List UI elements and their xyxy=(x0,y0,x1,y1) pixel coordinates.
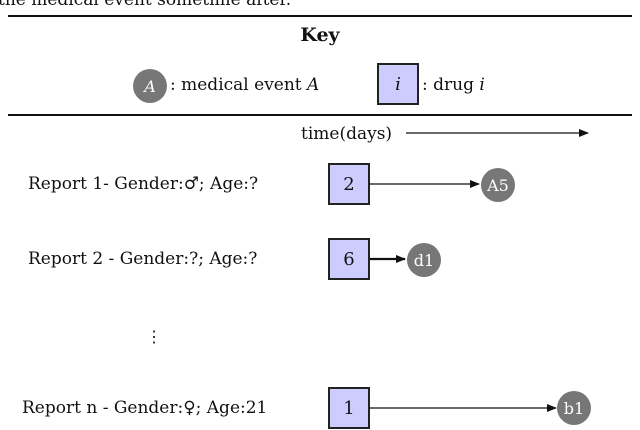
event-symbol-letter: A xyxy=(144,76,156,96)
report-2-label: Report 2 - Gender:?; Age:? xyxy=(28,249,258,269)
key-title: Key xyxy=(300,24,340,46)
key-drug-legend: : drug i xyxy=(422,75,485,95)
report-1-label: Report 1- Gender:♂; Age:? xyxy=(28,174,259,194)
report-2-event-circle: d1 xyxy=(407,243,441,277)
report-n-drug: 1 xyxy=(343,397,355,419)
report-1-drug: 2 xyxy=(343,173,355,195)
report-1-event: A5 xyxy=(487,175,509,195)
report-n-drug-box: 1 xyxy=(328,387,370,429)
key-event-italic: A xyxy=(307,75,320,95)
key-event-text: : medical event xyxy=(170,75,302,95)
drug-symbol-letter: i xyxy=(395,73,401,95)
report-2-drug: 6 xyxy=(343,248,355,270)
report-1-event-circle: A5 xyxy=(481,168,515,202)
key-drug-text: : drug xyxy=(422,75,474,95)
report-n-event: b1 xyxy=(563,398,585,418)
key-drug-italic: i xyxy=(479,75,485,95)
report-2-drug-box: 6 xyxy=(328,238,370,280)
report-1-drug-box: 2 xyxy=(328,163,370,205)
header-fragment: the medical event sometime after. xyxy=(0,0,292,10)
drug-symbol-icon: i xyxy=(377,63,419,105)
report-n-label: Report n - Gender:♀; Age:21 xyxy=(22,398,268,418)
event-symbol-icon: A xyxy=(133,69,167,103)
timeline-label: time(days) xyxy=(301,124,393,144)
report-2-event: d1 xyxy=(413,250,435,270)
top-rule xyxy=(8,15,632,17)
key-event-legend: : medical event A xyxy=(170,75,319,95)
report-n-event-circle: b1 xyxy=(557,391,591,425)
key-separator-rule xyxy=(8,114,632,116)
vertical-ellipsis: ⋮ xyxy=(146,327,162,346)
